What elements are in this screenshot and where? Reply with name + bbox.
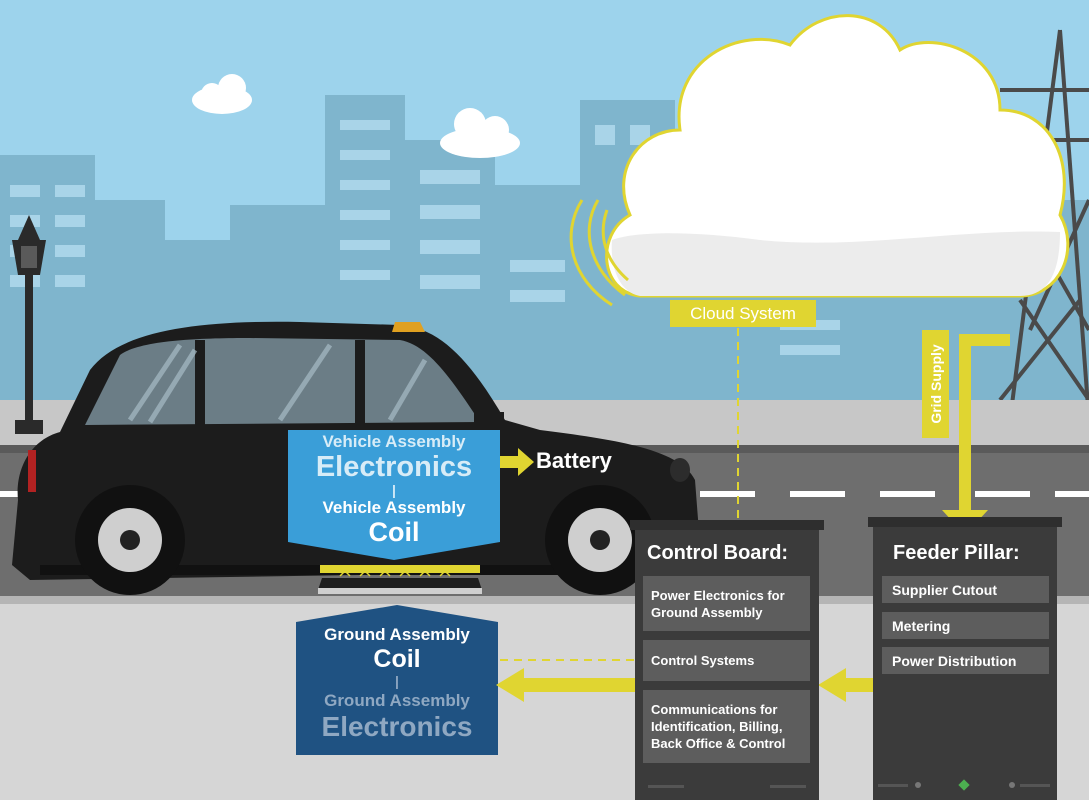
vehicle-assembly-electronics-line2: Electronics bbox=[315, 451, 473, 483]
grid-supply-line bbox=[959, 334, 1010, 515]
charging-pad bbox=[318, 565, 482, 594]
feeder-pillar-item-metering: Metering bbox=[882, 612, 1049, 639]
cloud-system-label: Cloud System bbox=[670, 300, 816, 327]
ground-assembly-coil-line2: Coil bbox=[373, 645, 421, 673]
car-roof-light bbox=[392, 322, 425, 332]
street-lamp bbox=[12, 215, 46, 434]
feeder-pillar-item-supplier-cutout: Supplier Cutout bbox=[882, 576, 1049, 603]
control-to-ground-arrow-shaft bbox=[522, 678, 637, 692]
ground-assembly-text: Ground Assembly Coil | Ground Assembly E… bbox=[296, 624, 498, 742]
big-cloud bbox=[605, 14, 1070, 298]
car-headlight bbox=[670, 458, 690, 482]
wireless-signal-icon bbox=[569, 199, 629, 307]
feeder-to-control-arrow-icon bbox=[818, 668, 846, 702]
vehicle-assembly-text: Vehicle Assembly Electronics | Vehicle A… bbox=[288, 432, 500, 546]
control-board-item-power-electronics: Power Electronics for Ground Assembly bbox=[643, 576, 810, 631]
grid-supply-label: Grid Supply bbox=[927, 344, 944, 424]
feeder-to-control-arrow-shaft bbox=[843, 678, 875, 692]
big-cloud-shade bbox=[611, 231, 1060, 296]
vehicle-assembly-box bbox=[288, 430, 500, 560]
car-mirror bbox=[474, 412, 504, 428]
feeder-pillar-item-power-distribution: Power Distribution bbox=[882, 647, 1049, 674]
grid-supply-tag: Grid Supply bbox=[922, 330, 949, 438]
vehicle-assembly-electronics-line1: Vehicle Assembly bbox=[322, 432, 466, 451]
ground-assembly-box bbox=[296, 605, 498, 755]
control-board-item-control-systems: Control Systems bbox=[643, 640, 810, 681]
vehicle-assembly-coil-line1: Vehicle Assembly bbox=[322, 498, 466, 517]
vehicle-assembly-separator: | bbox=[392, 482, 396, 498]
control-board-item-communications: Communications for Identification, Billi… bbox=[643, 690, 810, 763]
ground-assembly-electronics-line1: Ground Assembly bbox=[324, 691, 470, 710]
kerb bbox=[0, 596, 1089, 604]
ground-assembly-separator: | bbox=[395, 673, 399, 689]
ground-assembly-coil-line1: Ground Assembly bbox=[324, 625, 470, 644]
car-windows bbox=[85, 338, 480, 425]
small-cloud-left bbox=[192, 74, 252, 114]
control-board-title: Control Board: bbox=[647, 542, 789, 564]
control-to-ground-arrow-icon bbox=[496, 668, 524, 702]
vehicle-assembly-coil-line2: Coil bbox=[368, 517, 420, 547]
battery-label: Battery bbox=[536, 448, 612, 473]
battery-arrow-icon bbox=[500, 448, 534, 476]
ground-assembly-electronics-line2: Electronics bbox=[321, 711, 473, 742]
small-cloud-middle bbox=[440, 108, 520, 158]
road-dashes bbox=[0, 491, 1089, 497]
car-tail-light bbox=[28, 450, 36, 492]
feeder-pillar-title: Feeder Pillar: bbox=[893, 542, 1020, 564]
